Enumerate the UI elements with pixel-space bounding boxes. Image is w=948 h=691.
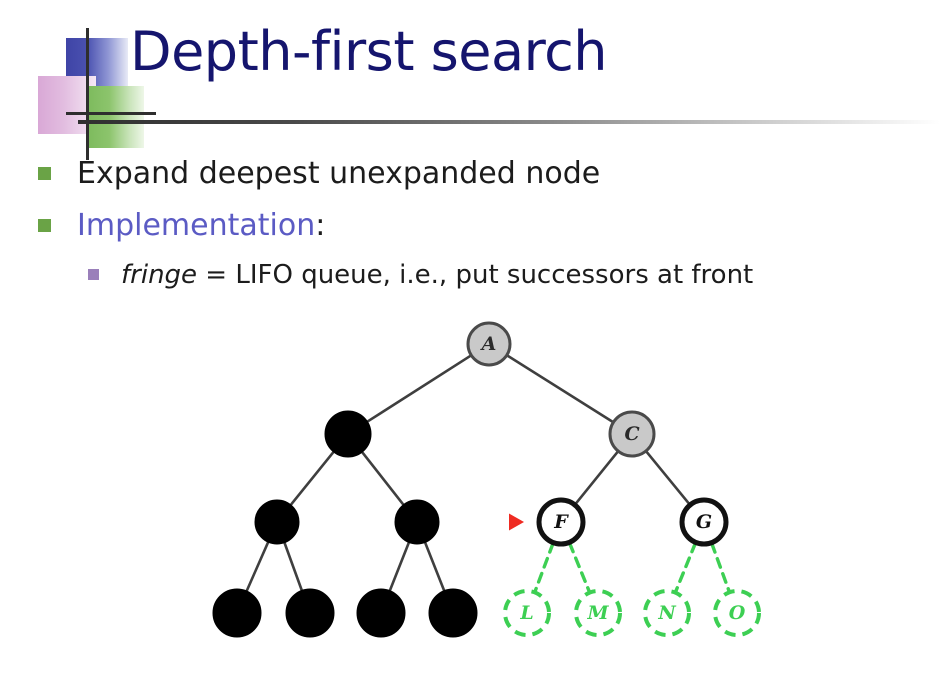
bullet-3-italic-term: fringe <box>121 260 198 290</box>
purple-square-bullet-icon <box>88 269 99 280</box>
tree-edges <box>245 354 731 594</box>
green-square-bullet-icon <box>38 167 51 180</box>
tree-node-M[interactable]: M <box>574 589 622 637</box>
bullet-item-2: Implementation: <box>38 204 948 248</box>
tree-edge-G-N <box>673 541 698 594</box>
node-circle-O <box>713 589 761 637</box>
node-circle-H <box>212 588 262 638</box>
bullet-2-colon: : <box>315 208 326 243</box>
node-circle-E <box>394 499 440 545</box>
decorative-logo <box>38 28 156 160</box>
tree-edge-C-F <box>574 450 619 506</box>
tree-edge-D-H <box>245 541 270 592</box>
node-circle-B <box>324 410 372 458</box>
tree-edge-B-E <box>361 451 405 506</box>
node-circle-A <box>466 321 512 367</box>
tree-node-L[interactable]: L <box>503 589 551 637</box>
bullet-3-text: = LIFO queue, i.e., put successors at fr… <box>197 260 754 290</box>
tree-node-O[interactable]: O <box>713 589 761 637</box>
logo-vertical-line <box>86 28 89 160</box>
logo-horizontal-line <box>66 112 156 115</box>
node-label-C: C <box>624 423 639 445</box>
node-circle-M <box>574 589 622 637</box>
tree-edge-E-J <box>388 542 410 592</box>
tree-node-G[interactable]: G <box>679 497 729 547</box>
tree-node-C[interactable]: C <box>608 410 656 458</box>
node-label-G: G <box>696 511 712 533</box>
search-tree-diagram: A C F G L M N O <box>0 300 948 680</box>
search-tree-svg: A C F G L M N O <box>212 321 761 638</box>
current-node-pointer-icon <box>509 513 524 531</box>
tree-node-N[interactable]: N <box>643 589 691 637</box>
node-circle-G <box>679 497 729 547</box>
tree-edge-F-L <box>533 541 555 594</box>
node-circle-C <box>608 410 656 458</box>
tree-edge-C-G <box>645 450 691 506</box>
tree-edge-E-K <box>424 542 446 592</box>
tree-edge-D-I <box>283 542 303 591</box>
node-circle-N <box>643 589 691 637</box>
node-label-F: F <box>553 511 569 533</box>
bullet-item-1: Expand deepest unexpanded node <box>38 152 948 196</box>
tree-edge-B-D <box>290 451 335 506</box>
node-circle-I <box>285 588 335 638</box>
tree-nodes: A C F G L M N O <box>212 321 761 638</box>
slide-header: Depth-first search <box>0 0 948 160</box>
tree-node-H[interactable] <box>212 588 262 638</box>
node-circle-K <box>428 588 478 638</box>
tree-edge-F-M <box>567 541 592 594</box>
tree-node-J[interactable] <box>356 588 406 638</box>
tree-node-I[interactable] <box>285 588 335 638</box>
tree-node-B[interactable] <box>324 410 372 458</box>
node-circle-L <box>503 589 551 637</box>
tree-node-K[interactable] <box>428 588 478 638</box>
node-label-A: A <box>480 333 497 355</box>
tree-node-A[interactable]: A <box>466 321 512 367</box>
header-divider <box>78 120 940 124</box>
tree-edge-A-B <box>366 354 472 423</box>
tree-edge-G-O <box>710 541 731 594</box>
bullet-3-line: fringe = LIFO queue, i.e., put successor… <box>121 256 753 294</box>
bullet-list: Expand deepest unexpanded node Implement… <box>0 152 948 298</box>
node-circle-D <box>254 499 300 545</box>
node-label-O: O <box>729 602 746 624</box>
tree-node-D[interactable] <box>254 499 300 545</box>
node-label-M: M <box>586 602 609 624</box>
node-label-N: N <box>657 602 676 624</box>
node-circle-F <box>536 497 586 547</box>
logo-green-square <box>86 86 144 148</box>
tree-node-E[interactable] <box>394 499 440 545</box>
bullet-2-text: Implementation <box>77 208 316 243</box>
tree-node-F[interactable]: F <box>536 497 586 547</box>
node-label-L: L <box>519 602 533 624</box>
green-square-bullet-icon <box>38 219 51 232</box>
page-title: Depth-first search <box>130 20 608 83</box>
bullet-1-text: Expand deepest unexpanded node <box>77 156 601 191</box>
tree-edge-A-C <box>506 354 614 424</box>
node-circle-J <box>356 588 406 638</box>
bullet-item-3: fringe = LIFO queue, i.e., put successor… <box>88 256 948 294</box>
